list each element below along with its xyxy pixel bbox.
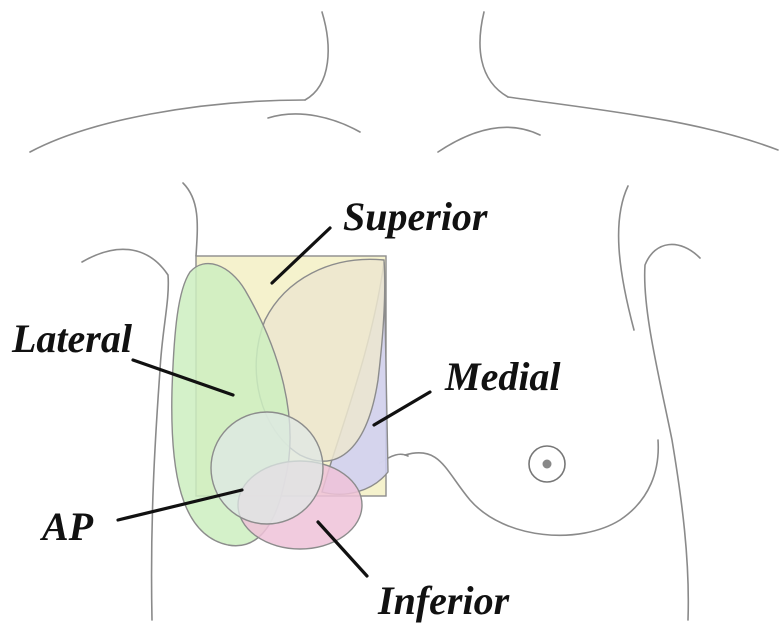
ap-label: AP — [39, 504, 94, 549]
armpit-right-line — [619, 186, 634, 330]
inferior-label: Inferior — [377, 578, 510, 623]
clavicle-left-line — [268, 114, 360, 132]
neck-right-line — [480, 12, 508, 97]
clavicle-right-line — [438, 127, 540, 152]
superior-label: Superior — [343, 194, 488, 239]
ap-region — [211, 412, 323, 524]
nipple-icon — [529, 446, 565, 482]
neck-left-line — [305, 12, 328, 100]
medial-label: Medial — [444, 354, 561, 399]
armpit-left-line — [183, 183, 197, 256]
shoulder-left-line — [30, 100, 305, 152]
arm-right-line — [645, 244, 700, 620]
arm-left-line — [82, 249, 168, 620]
shoulder-right-line — [508, 97, 778, 150]
torso-outline — [30, 12, 778, 620]
breast-regions — [172, 256, 388, 549]
lateral-label: Lateral — [11, 316, 133, 361]
